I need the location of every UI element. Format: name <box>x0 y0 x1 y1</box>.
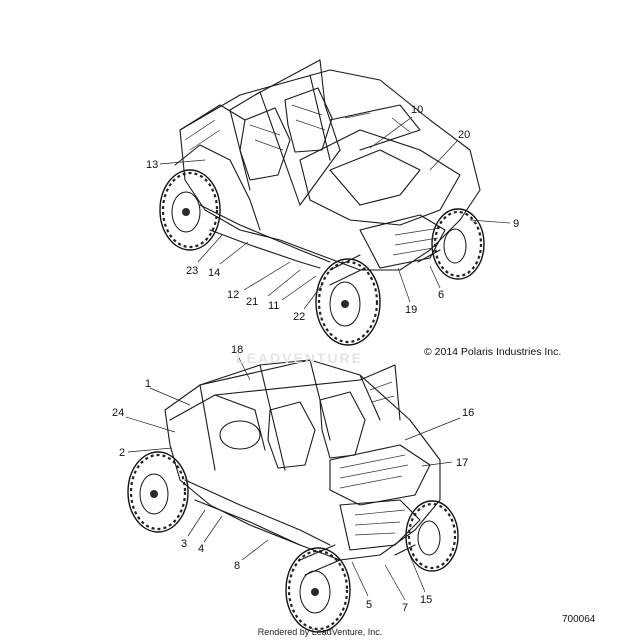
callout-11: 11 <box>268 300 279 312</box>
callout-6: 6 <box>438 289 444 301</box>
tire-front-right-bottom <box>405 500 459 572</box>
callout-15: 15 <box>420 594 432 606</box>
vehicle-bottom: 18 1 24 16 2 17 3 4 8 5 7 15 <box>112 344 474 633</box>
callout-1: 1 <box>145 378 151 390</box>
callout-7: 7 <box>402 602 408 614</box>
callout-10: 10 <box>411 104 423 116</box>
callout-18: 18 <box>231 344 243 356</box>
body-bottom <box>164 359 441 576</box>
watermark-logo: LEADVENTURE <box>236 350 364 366</box>
rendered-by-footer: Rendered by LeadVenture, Inc. <box>257 627 383 637</box>
callout-16: 16 <box>462 407 474 419</box>
callout-12: 12 <box>227 289 239 301</box>
tire-front-left-bottom <box>285 547 351 633</box>
tire-rear-left-bottom <box>127 451 189 533</box>
callout-9: 9 <box>513 218 519 230</box>
callout-17: 17 <box>456 457 468 469</box>
callout-8: 8 <box>234 560 240 572</box>
diagram-number: 700064 <box>562 614 596 625</box>
callout-20: 20 <box>458 129 470 141</box>
copyright-text: © 2014 Polaris Industries Inc. <box>424 346 562 358</box>
callouts-bottom: 18 1 24 16 2 17 3 4 8 5 7 15 <box>112 344 474 614</box>
callout-13: 13 <box>146 159 158 171</box>
callout-3: 3 <box>181 538 187 550</box>
callout-22: 22 <box>293 311 305 323</box>
callout-4: 4 <box>198 543 204 555</box>
callout-21: 21 <box>246 296 258 308</box>
tire-rear-left-top <box>159 169 221 251</box>
tire-front-left-top <box>315 258 381 346</box>
callout-14: 14 <box>208 267 220 279</box>
callout-2: 2 <box>119 447 125 459</box>
callout-19: 19 <box>405 304 417 316</box>
body-top <box>174 59 481 286</box>
callouts-top: 10 20 13 9 23 14 12 21 11 22 19 6 <box>146 104 519 323</box>
callout-5: 5 <box>366 599 372 611</box>
tire-front-right-top <box>431 208 485 280</box>
callout-23: 23 <box>186 265 198 277</box>
callout-24: 24 <box>112 407 124 419</box>
vehicle-top: 10 20 13 9 23 14 12 21 11 22 19 6 <box>146 59 519 346</box>
